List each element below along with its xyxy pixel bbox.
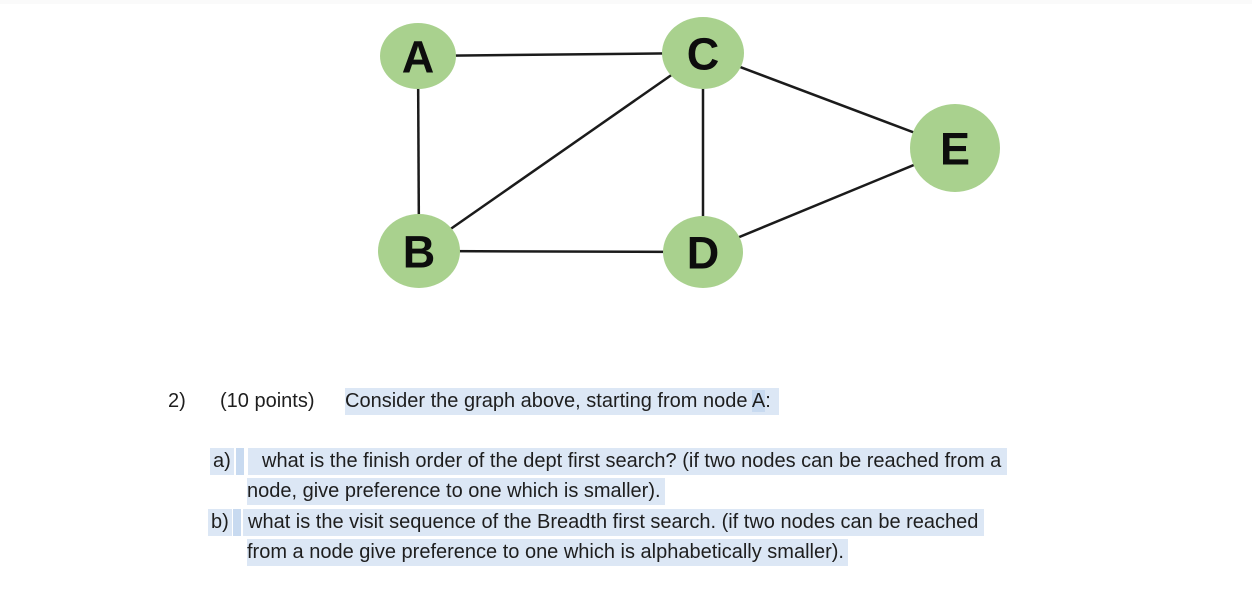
node-A (380, 23, 456, 89)
edge-B-D (418, 249, 704, 254)
part-b-line-2: from a node give preference to one which… (247, 539, 848, 566)
part-b-line-1: what is the visit sequence of the Breadt… (243, 509, 985, 536)
edge-B-C (418, 51, 704, 253)
edge-A-C (417, 51, 704, 58)
edge-C-E (702, 51, 956, 150)
part-a-marker: a) (210, 448, 234, 475)
node-D (663, 216, 743, 288)
question-number: 2) (168, 390, 186, 412)
question-prompt-text: Consider the graph above, starting from … (345, 390, 752, 412)
edge-D-E (702, 146, 956, 254)
node-E (910, 104, 1000, 192)
part-a-line-1: what is the finish order of the dept fir… (248, 448, 1008, 475)
highlight-artifact (233, 509, 241, 536)
graph-diagram: A B C D E (378, 17, 1000, 288)
node-B (378, 214, 460, 288)
highlight-artifact (236, 448, 244, 475)
node-E-label: E (940, 124, 970, 175)
question-prompt: Consider the graph above, starting from … (345, 388, 779, 415)
part-b-marker: b) (208, 509, 232, 536)
question-prompt-colon: : (765, 390, 771, 412)
node-B-label: B (403, 227, 436, 278)
part-a-line-2: node, give preference to one which is sm… (247, 478, 665, 505)
node-C (662, 17, 744, 89)
question-prompt-node-emphasis: A (751, 390, 766, 412)
node-C-label: C (687, 29, 720, 80)
page-top-edge (0, 0, 1252, 4)
node-A-label: A (402, 32, 435, 83)
node-D-label: D (687, 228, 720, 279)
question-points: (10 points) (220, 390, 315, 412)
